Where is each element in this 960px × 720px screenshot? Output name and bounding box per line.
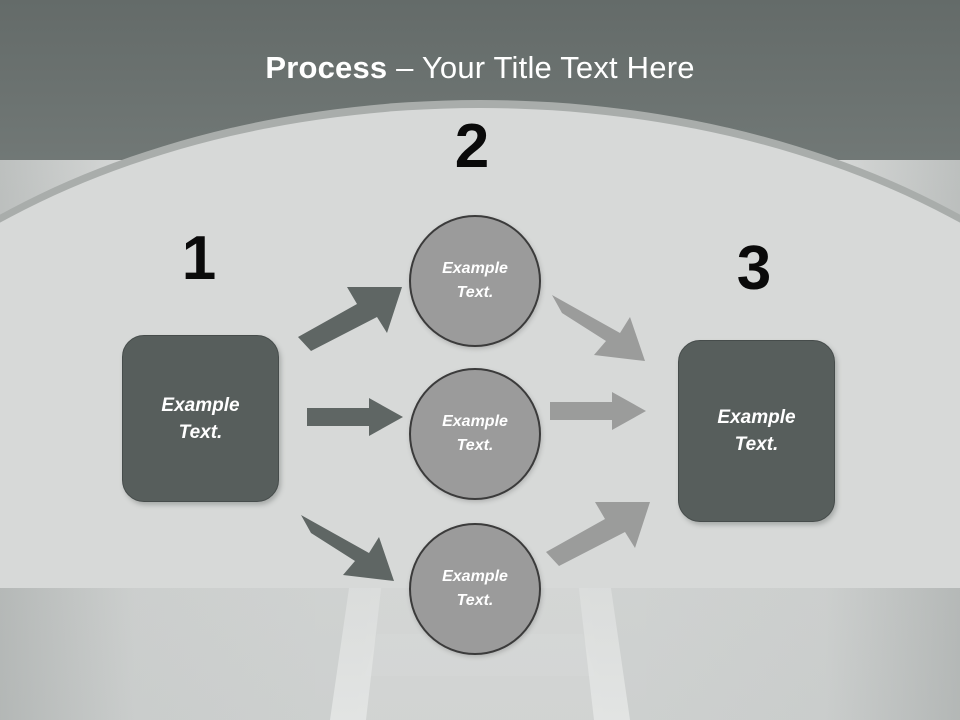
arrow-box1-to-circle1 xyxy=(298,287,402,351)
arrow-box1-to-circle3 xyxy=(301,515,394,581)
arrow-circle2-to-box3 xyxy=(550,392,646,430)
process-box-right-line2: Text. xyxy=(734,434,779,455)
process-circle-2-line1: Example xyxy=(442,413,508,430)
process-circle-2[interactable]: Example Text. xyxy=(409,368,541,500)
process-box-left[interactable]: Example Text. xyxy=(122,335,279,502)
process-box-left-line1: Example xyxy=(161,394,240,416)
process-circle-3-line2: Text. xyxy=(456,592,494,609)
process-circle-1-line1: Example xyxy=(442,260,508,277)
arrow-circle3-to-box3 xyxy=(546,502,650,566)
page-title-rest: – Your Title Text Here xyxy=(387,50,695,85)
process-circle-1-line2: Text. xyxy=(456,284,494,301)
process-circle-1[interactable]: Example Text. xyxy=(409,215,541,347)
page-title: Process – Your Title Text Here xyxy=(0,48,960,88)
process-circle-2-line2: Text. xyxy=(456,437,494,454)
arrow-box1-to-circle2 xyxy=(307,398,403,436)
arrow-circle1-to-box3 xyxy=(552,295,645,361)
process-circle-3-line1: Example xyxy=(442,568,508,585)
page-title-bold: Process xyxy=(265,50,388,85)
process-box-right-line1: Example xyxy=(717,407,796,428)
process-box-left-line2: Text. xyxy=(178,421,223,443)
process-box-right[interactable]: Example Text. xyxy=(678,340,835,522)
process-circle-3[interactable]: Example Text. xyxy=(409,523,541,655)
